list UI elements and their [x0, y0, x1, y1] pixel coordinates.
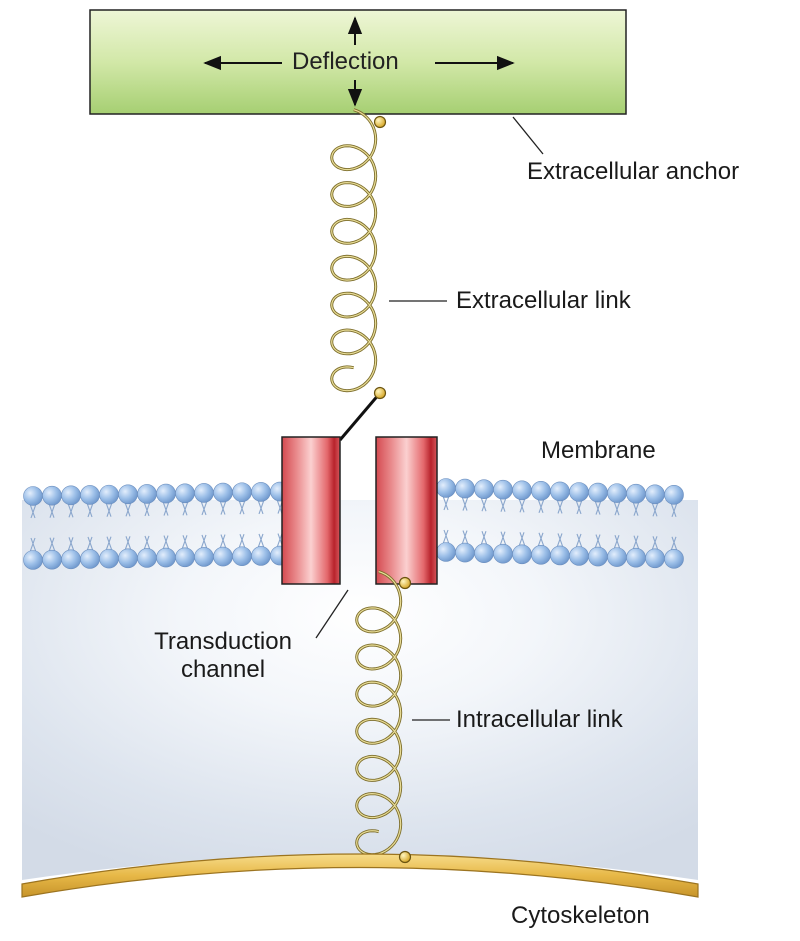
lipid-head: [494, 480, 513, 499]
lipid-head: [608, 484, 627, 503]
lipid-head: [24, 551, 43, 570]
lipid-head: [119, 549, 138, 568]
lipid-head: [233, 547, 252, 566]
label-extracellular-link: Extracellular link: [456, 287, 631, 315]
lipid-head: [665, 485, 684, 504]
lipid-head: [43, 550, 62, 569]
lipid-head: [475, 480, 494, 499]
lipid-head: [43, 486, 62, 505]
lipid-head: [665, 549, 684, 568]
lipid-head: [157, 548, 176, 567]
channel-subunit-right: [376, 437, 437, 584]
lipid-head: [214, 483, 233, 502]
lipid-head: [176, 484, 195, 503]
cytoskeleton-attachment-node: [400, 852, 411, 863]
lipid-head: [214, 547, 233, 566]
lipid-head: [513, 545, 532, 564]
label-transduction-channel: Transduction channel: [138, 628, 308, 683]
lipid-head: [100, 485, 119, 504]
lipid-head: [81, 549, 100, 568]
lipid-head: [608, 548, 627, 567]
lipid-head: [532, 481, 551, 500]
channel-subunit-left: [282, 437, 340, 584]
lipid-head: [119, 485, 138, 504]
lipid-head: [646, 549, 665, 568]
lipid-head: [570, 482, 589, 501]
lipid-head: [456, 479, 475, 498]
lipid-head: [176, 548, 195, 567]
lipid-head: [475, 544, 494, 563]
lipid-head: [195, 483, 214, 502]
lipid-head: [233, 483, 252, 502]
lipid-head: [100, 549, 119, 568]
lipid-head: [138, 484, 157, 503]
label-cytoskeleton: Cytoskeleton: [511, 902, 650, 930]
lipid-head: [551, 546, 570, 565]
lipid-head: [62, 550, 81, 569]
lipid-head: [138, 548, 157, 567]
lipid-head: [24, 487, 43, 506]
lipid-head: [456, 543, 475, 562]
lipid-head: [494, 544, 513, 563]
lipid-head: [252, 482, 271, 501]
label-deflection: Deflection: [292, 48, 399, 76]
tether-attachment-node: [375, 388, 386, 399]
lipid-head: [589, 547, 608, 566]
extracellular-link-spring: [332, 110, 376, 391]
channel-attachment-node: [400, 578, 411, 589]
label-membrane: Membrane: [541, 437, 656, 465]
lipid-head: [62, 486, 81, 505]
leader-extracellular-anchor: [513, 117, 543, 154]
label-extracellular-anchor: Extracellular anchor: [527, 158, 739, 186]
lipid-head: [627, 484, 646, 503]
lipid-head: [195, 547, 214, 566]
lipid-head: [646, 485, 665, 504]
lipid-head: [570, 546, 589, 565]
lipid-head: [252, 546, 271, 565]
lipid-head: [81, 485, 100, 504]
lipid-head: [437, 543, 456, 562]
lipid-head: [627, 548, 646, 567]
lipid-head: [437, 479, 456, 498]
lipid-head: [513, 481, 532, 500]
lipid-head: [532, 545, 551, 564]
lipid-head: [157, 484, 176, 503]
lipid-head: [589, 483, 608, 502]
extracellular-link-spring-highlight: [332, 110, 376, 391]
anchor-attachment-node: [375, 117, 386, 128]
gating-tether: [340, 393, 380, 440]
lipid-head: [551, 482, 570, 501]
label-intracellular-link: Intracellular link: [456, 706, 623, 734]
